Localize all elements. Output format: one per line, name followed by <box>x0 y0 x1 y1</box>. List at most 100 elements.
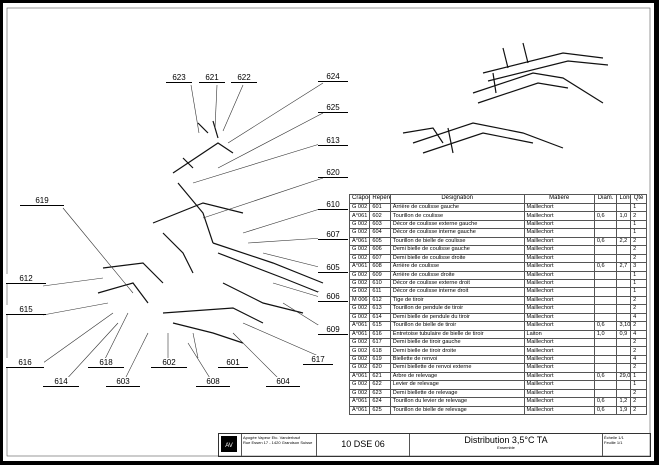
bom-cell: Maillechort <box>523 262 595 272</box>
bom-cell: A°061 <box>348 405 371 415</box>
bom-cell: 3 <box>630 262 647 272</box>
bom-cell: 2 <box>630 388 647 399</box>
drawing-number: 10 DSE 06 <box>341 439 385 449</box>
bom-cell: 1 <box>630 219 647 230</box>
callout-label: 604 <box>266 377 300 387</box>
bom-cell: Maillechort <box>523 388 595 399</box>
bom-cell: Décor de coulisse interne gauche <box>389 228 525 238</box>
bom-header-row: Crapoe Repère Désignation Matière Diam. … <box>348 194 647 204</box>
bom-cell: 602 <box>369 211 391 221</box>
bom-cell <box>593 219 618 230</box>
bom-cell: 601 <box>369 202 391 213</box>
bom-cell: 2 <box>630 295 647 306</box>
title-block: AV Apogée Vapeur Etc. Vanderbauf Rue Ess… <box>218 433 651 457</box>
bom-cell: G 002 <box>348 346 371 356</box>
bom-cell: Décor de coulisse externe gauche <box>389 219 525 230</box>
callout-label: 623 <box>166 73 192 83</box>
bom-cell <box>616 270 632 280</box>
callout-label: 620 <box>318 168 348 178</box>
col-header: Qté <box>630 194 647 204</box>
bom-cell: G 002 <box>348 380 371 390</box>
callout-label: 609 <box>318 325 348 335</box>
bom-cell: 613 <box>369 304 391 314</box>
bom-cell: 1,9 <box>616 405 632 415</box>
bom-cell: Maillechort <box>523 278 595 289</box>
bom-cell: 0,6 <box>593 405 618 415</box>
bom-cell: Tourillon de bielle de tiroir <box>389 321 525 331</box>
bom-cell: 2,2 <box>616 236 632 247</box>
bom-cell <box>593 380 618 390</box>
bom-cell: 3,10 <box>616 321 632 331</box>
bom-cell <box>616 388 632 399</box>
drawing-title: Distribution 3,5°C TA <box>464 435 548 445</box>
bom-cell: G 002 <box>348 219 371 230</box>
bom-cell: 2 <box>630 245 647 255</box>
bom-cell <box>616 228 632 238</box>
bom-cell: 614 <box>369 312 391 323</box>
bom-cell: 4 <box>630 312 647 323</box>
bom-cell: Tourillon de pendule de tiroir <box>389 304 525 314</box>
bom-cell <box>593 388 618 399</box>
bom-cell: 605 <box>369 236 391 247</box>
bom-cell: Maillechort <box>523 312 595 323</box>
bom-cell: Demi bielle de tiroir droite <box>389 346 525 356</box>
drawing-sheet: 623 621 622 624 625 613 620 610 607 605 … <box>3 3 654 461</box>
bom-cell: 622 <box>369 380 391 390</box>
bom-cell <box>593 287 618 297</box>
bom-cell: 621 <box>369 371 391 382</box>
col-header: Diam. <box>593 194 618 204</box>
bom-cell: 0,6 <box>593 236 618 247</box>
bom-cell: G 002 <box>348 202 371 213</box>
bom-cell <box>616 295 632 306</box>
bom-cell <box>593 337 618 348</box>
callout-label: 624 <box>318 72 348 82</box>
callout-label: 612 <box>6 274 46 284</box>
bom-cell: 625 <box>369 405 391 415</box>
bom-cell: 617 <box>369 337 391 348</box>
bom-cell: 607 <box>369 253 391 264</box>
bom-cell: M 006 <box>348 295 371 306</box>
bom-cell <box>616 287 632 297</box>
bom-cell: G 002 <box>348 312 371 323</box>
bom-cell: G 002 <box>348 388 371 399</box>
bom-cell: 615 <box>369 321 391 331</box>
bom-cell <box>593 304 618 314</box>
col-header: Matière <box>523 194 595 204</box>
bom-cell: 2 <box>630 346 647 356</box>
callout-label: 605 <box>318 263 348 273</box>
bom-cell: 608 <box>369 262 391 272</box>
bom-cell: 1 <box>630 371 647 382</box>
bom-cell: Décor de coulisse interne droit <box>389 287 525 297</box>
bom-cell: 0,9 <box>616 329 632 340</box>
bom-cell <box>616 337 632 348</box>
bom-cell: Maillechort <box>523 397 595 407</box>
callout-label: 625 <box>318 103 348 113</box>
bom-cell: Demi bielle de pendule du tiroir <box>389 312 525 323</box>
bom-cell: 2,7 <box>616 262 632 272</box>
bom-cell: 1 <box>630 202 647 213</box>
drawing-subtitle: Ensemble <box>497 445 515 450</box>
bom-cell: 623 <box>369 388 391 399</box>
svg-text:AV: AV <box>225 443 233 449</box>
bom-cell <box>616 278 632 289</box>
bom-cell: Maillechort <box>523 245 595 255</box>
bom-cell: 1 <box>630 278 647 289</box>
scale: Échelle 1/1 <box>604 435 624 440</box>
bom-cell: 2 <box>630 236 647 247</box>
bom-cell: 1 <box>630 228 647 238</box>
bom-cell: Tourillon de bielle de relevage <box>389 405 525 415</box>
bom-cell: Décor de coulisse externe droit <box>389 278 525 289</box>
bom-cell: Maillechort <box>523 219 595 230</box>
bom-cell: Maillechort <box>523 304 595 314</box>
